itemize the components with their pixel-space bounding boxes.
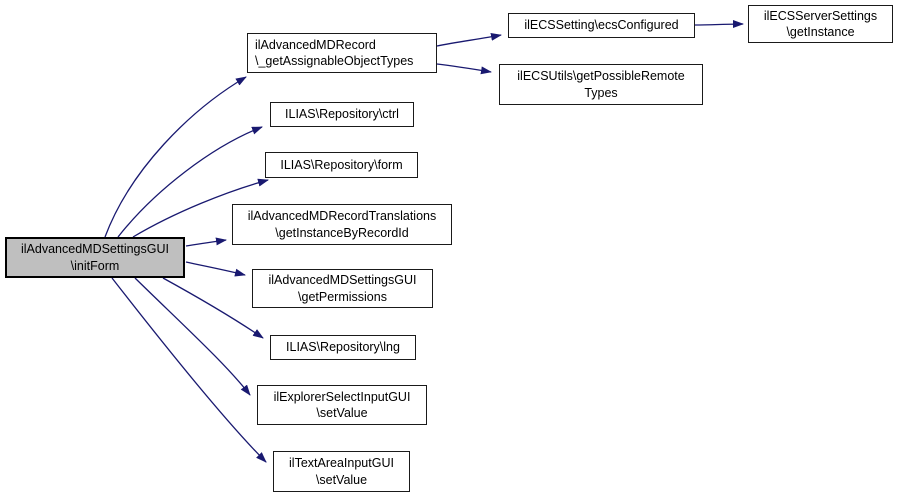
edge-initform-to-getassignable bbox=[104, 76, 247, 238]
edge-ecsconfigured-to-serversettings bbox=[694, 20, 744, 29]
edge-initform-to-explorersetvalue bbox=[134, 277, 251, 396]
node-getpossibleremotetypes[interactable]: ilECSUtils\getPossibleRemote Types bbox=[499, 64, 703, 105]
edge-getassignable-to-possibleremote bbox=[436, 63, 492, 75]
node-ecsconfigured[interactable]: ilECSSetting\ecsConfigured bbox=[508, 13, 695, 38]
edge-initform-to-textareasetvalue bbox=[111, 277, 267, 463]
edge-initform-to-form bbox=[132, 178, 269, 238]
node-initform: ilAdvancedMDSettingsGUI \initForm bbox=[5, 237, 185, 278]
node-textareainputgui-setvalue[interactable]: ilTextAreaInputGUI \setValue bbox=[273, 451, 410, 492]
node-getpermissions[interactable]: ilAdvancedMDSettingsGUI \getPermissions bbox=[252, 269, 433, 308]
node-repository-ctrl[interactable]: ILIAS\Repository\ctrl bbox=[270, 102, 414, 127]
edge-initform-to-translations bbox=[185, 237, 227, 247]
node-getinstancebyrecordid[interactable]: ilAdvancedMDRecordTranslations \getInsta… bbox=[232, 204, 452, 245]
node-ecsserversettings-getinstance[interactable]: ilECSServerSettings \getInstance bbox=[748, 5, 893, 43]
edge-initform-to-lng bbox=[162, 277, 264, 339]
node-repository-lng[interactable]: ILIAS\Repository\lng bbox=[270, 335, 416, 360]
node-getassignableobjecttypes[interactable]: ilAdvancedMDRecord \_getAssignableObject… bbox=[247, 33, 437, 73]
edge-initform-to-ctrl bbox=[117, 126, 263, 238]
node-explorerselectinputgui-setvalue[interactable]: ilExplorerSelectInputGUI \setValue bbox=[257, 385, 427, 425]
node-repository-form[interactable]: ILIAS\Repository\form bbox=[265, 152, 418, 178]
edge-getassignable-to-ecsconfigured bbox=[436, 32, 502, 47]
edge-initform-to-getpermissions bbox=[185, 261, 246, 277]
